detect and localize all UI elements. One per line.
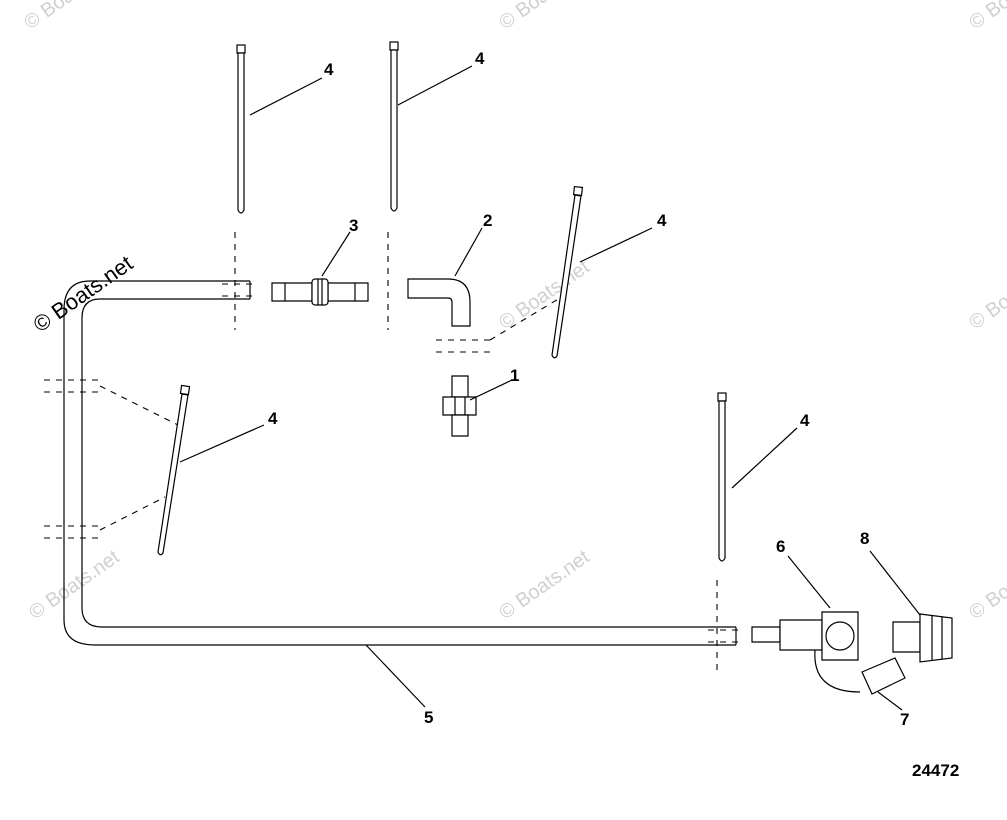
plug-part-8 [892,613,953,663]
watermark-faint: © Boats.net [25,546,124,624]
cable-tie-4-d [157,384,191,556]
leader-lines [179,65,921,711]
callout-4-d: 4 [268,409,278,428]
cable-tie-4-b [387,41,399,330]
callout-3: 3 [349,216,358,235]
connector-part-6 [751,611,861,693]
hose-part-5 [63,280,737,646]
callout-4-e: 4 [800,411,810,430]
callout-8: 8 [860,529,869,548]
watermark-faint: © Boats.net [965,0,1007,34]
watermark-faint: © Boats.net [495,0,594,34]
callout-2: 2 [483,211,492,230]
callout-labels: 1 2 3 4 4 4 4 4 5 6 7 8 [268,49,909,729]
faint-watermarks: © Boats.net © Boats.net © Boats.net © Bo… [20,0,1007,624]
coupler-part-3 [271,278,369,306]
cap-part-7 [861,657,906,695]
watermark-faint: © Boats.net [965,546,1007,624]
callout-7: 7 [900,710,909,729]
callout-4-a: 4 [324,60,334,79]
watermark-faint: © Boats.net [495,546,594,624]
callout-4-b: 4 [475,49,485,68]
callout-5: 5 [424,708,433,727]
callout-4-c: 4 [657,211,667,230]
cable-tie-4-a [234,44,246,330]
watermark-faint: © Boats.net [965,256,1007,334]
callout-6: 6 [776,537,785,556]
fitting-part-1 [442,375,477,437]
callout-1: 1 [510,366,519,385]
watermark-faint: © Boats.net [495,256,594,334]
watermark-faint: © Boats.net [20,0,119,34]
watermark-main: © Boats.net [29,250,138,337]
cable-tie-4-c [551,185,584,359]
cable-tie-4-e [716,392,727,672]
hose-dash-marks [44,283,738,643]
elbow-part-2 [407,278,471,327]
tie-wrap-guides [99,297,561,531]
figure-number: 24472 [912,761,959,780]
